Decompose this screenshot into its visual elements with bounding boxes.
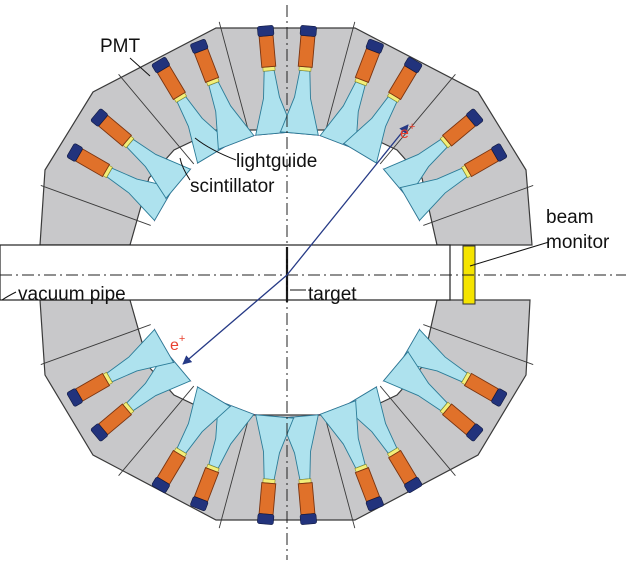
sector-line <box>40 184 151 226</box>
positron-label-lower-sup: + <box>179 333 185 345</box>
pmt-cap <box>299 513 317 525</box>
sector-line <box>324 21 356 136</box>
detector-module <box>318 399 384 511</box>
positron-label-upper-base: e <box>400 125 409 142</box>
detector-module <box>190 399 256 511</box>
pmt-cap <box>257 25 275 37</box>
sector-line <box>118 74 195 165</box>
housing-sector-lines <box>40 21 534 529</box>
detector-module <box>342 57 423 165</box>
pmt-cap <box>151 57 170 73</box>
sector-line <box>423 324 534 366</box>
pmt-cap <box>491 143 508 162</box>
pmt-leader <box>129 57 151 77</box>
lightguide-label: lightguide <box>236 151 317 172</box>
pmt-cap <box>66 143 83 162</box>
detector-module <box>279 25 320 136</box>
pmt-cap <box>190 39 209 54</box>
vacuum-pipe <box>0 244 451 301</box>
pmt-cap <box>365 39 384 54</box>
sector-line <box>379 385 456 476</box>
positron-label-lower-base: e <box>170 337 179 354</box>
pmt <box>297 34 316 68</box>
positron-track-upper <box>286 124 409 276</box>
pmt <box>297 482 316 516</box>
positron-label-upper-sup: + <box>409 121 415 133</box>
vacuum-pipe-label: vacuum pipe <box>18 284 126 305</box>
sector-line <box>324 414 356 529</box>
positron-label-upper: e+ <box>400 121 415 142</box>
detector-module <box>279 414 320 525</box>
positron-track-lower <box>182 274 288 365</box>
scintillator-leader <box>179 157 191 181</box>
monitor-label: monitor <box>546 232 610 253</box>
pmt-cap <box>466 108 484 127</box>
vacuum-pipe-leader <box>1 291 17 301</box>
pmt-cap <box>404 57 423 73</box>
pmt-cap <box>90 423 108 442</box>
detector-module <box>190 39 256 151</box>
beam-label: beam <box>546 207 594 228</box>
sector-line <box>423 184 534 226</box>
detector-module <box>382 350 484 442</box>
pmt-cap <box>404 477 423 493</box>
positron-label-lower: e+ <box>170 333 185 354</box>
detector-module <box>66 328 175 407</box>
scintillator-label: scintillator <box>190 176 275 197</box>
pmt-cap <box>365 496 384 511</box>
pmt-cap <box>190 496 209 511</box>
pmt-cap <box>151 477 170 493</box>
detector-modules <box>66 25 508 525</box>
pmt-label: PMT <box>100 36 141 57</box>
detector-module <box>399 143 508 222</box>
pmt-cap <box>299 25 317 37</box>
sector-line <box>40 324 151 366</box>
pmt-cap <box>257 513 275 525</box>
detector-module <box>90 350 192 442</box>
pmt <box>258 482 277 516</box>
detector-module <box>399 328 508 407</box>
sector-line <box>218 414 250 529</box>
pmt-cap <box>90 108 108 127</box>
pmt <box>258 34 277 68</box>
pmt-cap <box>66 388 83 407</box>
pmt-cap <box>466 423 484 442</box>
pmt-cap <box>491 388 508 407</box>
sector-line <box>118 385 195 476</box>
lightguide-leader <box>194 137 237 161</box>
detector-module <box>382 108 484 200</box>
detector-module <box>90 108 192 200</box>
detector-module <box>151 385 232 493</box>
detector-module <box>66 143 175 222</box>
beam-monitor-leader <box>469 241 550 267</box>
target-label: target <box>308 284 357 305</box>
sector-line <box>218 21 250 136</box>
detector-module <box>254 414 295 525</box>
sector-line <box>379 74 456 165</box>
